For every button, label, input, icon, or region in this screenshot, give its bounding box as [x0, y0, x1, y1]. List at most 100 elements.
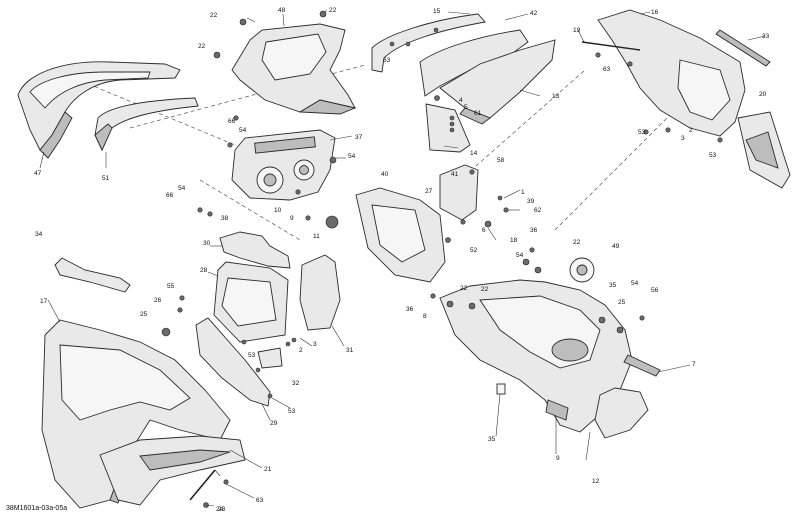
callout-c55: 55 [167, 283, 175, 290]
callout-c40: 40 [381, 171, 389, 178]
callout-c9b: 9 [556, 455, 560, 462]
figure-code: 38M1601a-03a-05a [6, 505, 67, 512]
callout-c19: 19 [573, 27, 581, 34]
part-47-hood-panel [17, 61, 181, 159]
callout-c38: 38 [221, 215, 229, 222]
callout-c32: 32 [292, 380, 300, 387]
callout-c22c: 22 [198, 43, 206, 50]
callout-c34: 34 [35, 231, 43, 238]
callout-c25b: 25 [618, 299, 626, 306]
callout-c31: 31 [346, 347, 354, 354]
callout-c28: 28 [200, 267, 208, 274]
part-17-side-panel [41, 319, 231, 509]
callout-c56: 56 [651, 287, 659, 294]
callout-c54e: 54 [631, 280, 639, 287]
callout-c18: 18 [510, 237, 518, 244]
callout-c3a: 3 [681, 135, 685, 142]
leader-lines [39, 10, 766, 507]
callout-c54b: 54 [348, 153, 356, 160]
callout-c27: 27 [425, 188, 433, 195]
part-20-vent [737, 111, 791, 189]
callout-c5: 5 [464, 104, 468, 111]
part-29-panel [195, 317, 271, 407]
part-48-instrument-housing [231, 23, 357, 115]
callout-c8: 8 [423, 313, 427, 320]
callout-c30: 30 [203, 240, 211, 247]
part-21-panel [99, 435, 246, 506]
callout-c53b: 53 [709, 152, 717, 159]
callout-c58: 58 [497, 157, 505, 164]
callout-c52: 52 [470, 247, 478, 254]
callout-c47: 47 [34, 170, 42, 177]
callout-c24: 24 [216, 506, 224, 513]
callout-c53c: 53 [248, 352, 256, 359]
part-41-mount [439, 164, 479, 221]
callout-c22e: 22 [460, 285, 468, 292]
part-7-strip [623, 354, 661, 377]
callout-c41: 41 [451, 171, 459, 178]
callout-c22f: 22 [481, 286, 489, 293]
part-49-cap [569, 257, 595, 283]
callout-c11: 11 [313, 233, 320, 240]
callout-c53a: 53 [638, 129, 646, 136]
callout-c29: 29 [270, 420, 278, 427]
callout-c62: 62 [534, 207, 542, 214]
part-9-plate [545, 399, 569, 421]
callout-c2b: 2 [299, 347, 303, 354]
callout-c51a: 51 [102, 175, 110, 182]
callout-c63a: 63 [383, 57, 391, 64]
part-19-rod [581, 41, 641, 51]
callout-c17: 17 [40, 298, 48, 305]
part-15-trim [371, 13, 486, 73]
callout-c12: 12 [592, 478, 600, 485]
callout-c21: 21 [264, 466, 272, 473]
callout-c3b: 3 [313, 341, 317, 348]
callout-c63c: 63 [256, 497, 264, 504]
part-23-rod [189, 469, 216, 501]
callout-c9: 9 [290, 215, 294, 222]
part-30-bracket [219, 231, 291, 269]
callout-c22d: 22 [573, 239, 581, 246]
part-40-center-panel [355, 187, 446, 283]
part-13-side-panel [439, 39, 556, 125]
callout-c35b: 35 [488, 436, 496, 443]
callout-c22b: 22 [329, 7, 337, 14]
hardware-fasteners [161, 10, 723, 508]
callout-c23: 23 [218, 506, 226, 513]
callout-c25a: 25 [140, 311, 148, 318]
callout-c66a: 66 [228, 118, 236, 125]
callout-c1: 1 [521, 189, 525, 196]
callout-c26: 26 [154, 297, 162, 304]
callout-c54c: 54 [178, 185, 186, 192]
part-51-deflector [94, 97, 199, 152]
callout-c61: 61 [474, 110, 482, 117]
callout-c14: 14 [470, 150, 478, 157]
callout-c49: 49 [612, 243, 620, 250]
callout-c36a: 36 [530, 227, 538, 234]
callout-c54a: 54 [239, 127, 247, 134]
callout-c4: 4 [459, 97, 463, 104]
callout-c6: 6 [482, 227, 486, 234]
callout-c10: 10 [274, 207, 282, 214]
part-16-side-panel [597, 9, 746, 137]
callout-c66b: 66 [166, 192, 174, 199]
callout-c15: 15 [433, 8, 441, 15]
part-32-clip [257, 347, 283, 369]
callout-c63b: 63 [603, 66, 611, 73]
part-28-panel [213, 261, 289, 343]
callout-c53d: 53 [288, 408, 296, 415]
callout-c13: 13 [552, 93, 560, 100]
callout-c42: 42 [530, 10, 538, 17]
callout-c20: 20 [759, 91, 767, 98]
callout-c7: 7 [692, 361, 696, 368]
part-34-rail [54, 257, 131, 293]
callout-c37: 37 [355, 134, 363, 141]
callout-c39: 39 [527, 198, 535, 205]
callout-c54d: 54 [516, 252, 524, 259]
part-37-headlight [231, 129, 336, 201]
callout-c2a: 2 [689, 127, 693, 134]
callout-c33: 33 [762, 33, 770, 40]
